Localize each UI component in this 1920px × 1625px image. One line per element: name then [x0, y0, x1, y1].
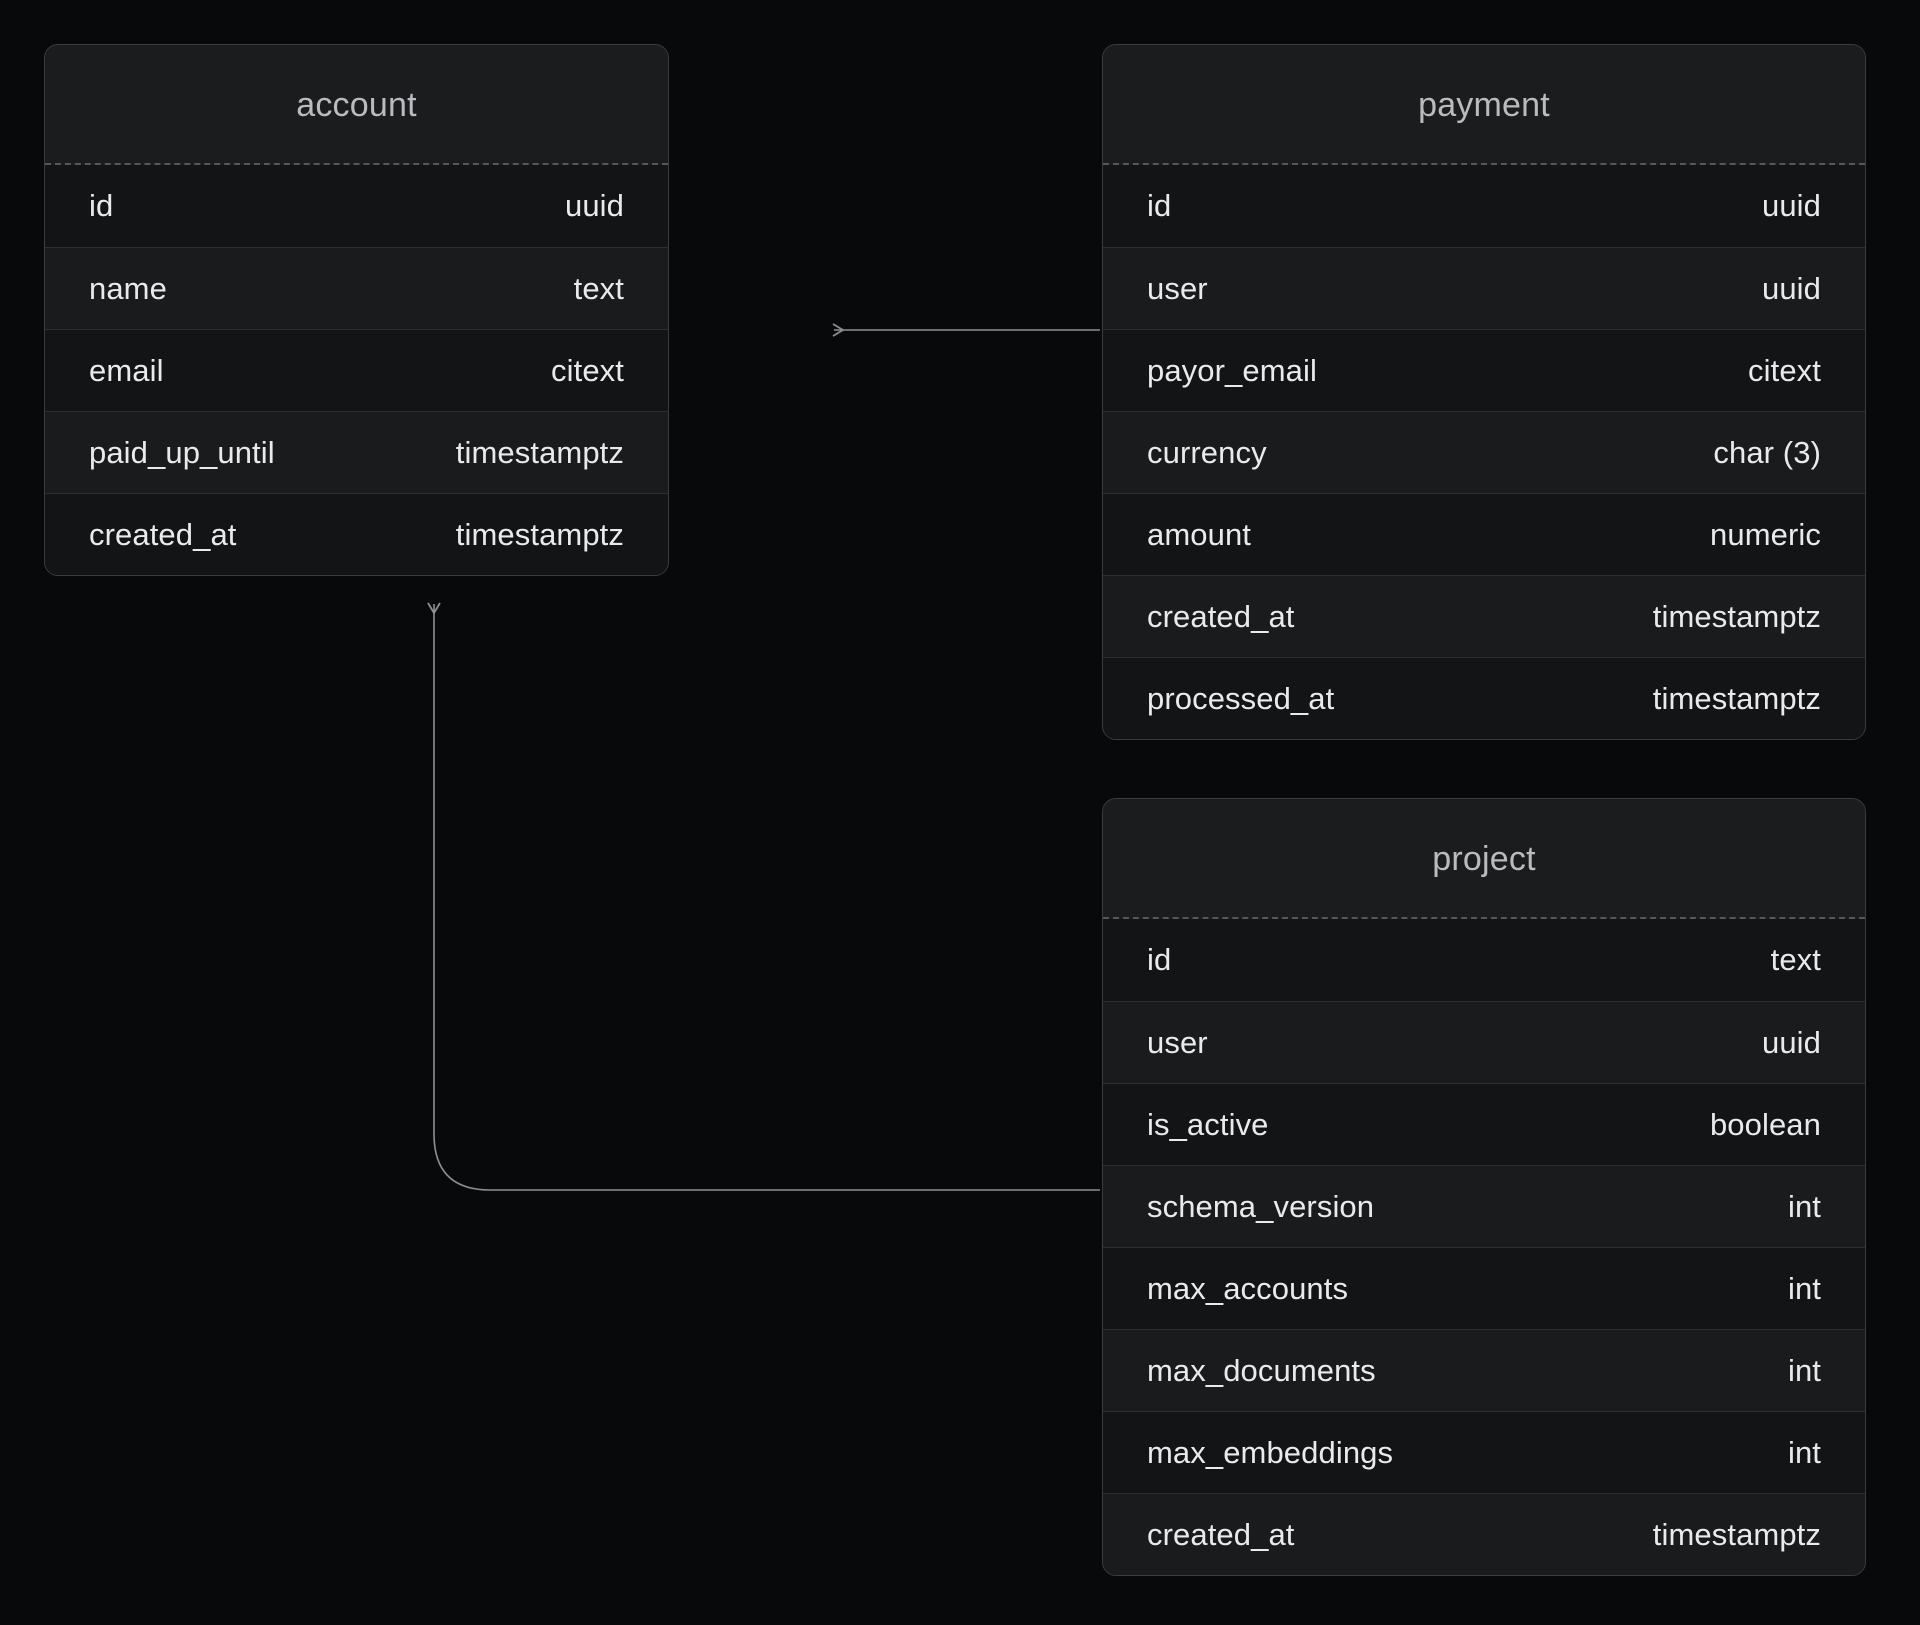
field-name: schema_version: [1147, 1188, 1375, 1224]
field-row[interactable]: email citext: [45, 329, 668, 411]
field-row[interactable]: is_active boolean: [1103, 1083, 1865, 1165]
field-type: uuid: [1761, 270, 1821, 306]
field-row[interactable]: currency char (3): [1103, 411, 1865, 493]
field-name: amount: [1147, 516, 1251, 552]
entity-account-title: account: [45, 45, 668, 165]
field-row[interactable]: id text: [1103, 919, 1865, 1001]
field-type: timestamptz: [455, 434, 624, 470]
field-name: is_active: [1147, 1106, 1269, 1142]
field-name: email: [89, 352, 164, 388]
entity-account-fields: id uuid name text email citext paid_up_u…: [45, 165, 668, 575]
field-row[interactable]: max_embeddings int: [1103, 1411, 1865, 1493]
field-type: citext: [1748, 352, 1821, 388]
field-type: char (3): [1713, 434, 1821, 470]
field-name: name: [89, 270, 167, 306]
field-row[interactable]: paid_up_until timestamptz: [45, 411, 668, 493]
field-row[interactable]: schema_version int: [1103, 1165, 1865, 1247]
field-name: created_at: [89, 516, 237, 552]
field-type: numeric: [1710, 516, 1821, 552]
field-name: created_at: [1147, 598, 1295, 634]
field-row[interactable]: id uuid: [45, 165, 668, 247]
entity-account[interactable]: account id uuid name text email citext p…: [44, 44, 669, 576]
entity-payment-fields: id uuid user uuid payor_email citext cur…: [1103, 165, 1865, 739]
field-type: timestamptz: [1652, 598, 1821, 634]
field-name: payor_email: [1147, 352, 1317, 388]
field-type: timestamptz: [1652, 1516, 1821, 1552]
field-type: uuid: [1761, 1024, 1821, 1060]
field-row[interactable]: created_at timestamptz: [1103, 1493, 1865, 1575]
field-type: int: [1787, 1270, 1821, 1306]
field-type: uuid: [1761, 188, 1821, 223]
field-type: text: [1770, 942, 1821, 977]
field-name: user: [1147, 270, 1208, 306]
field-type: int: [1787, 1188, 1821, 1224]
field-type: int: [1787, 1434, 1821, 1470]
field-type: citext: [551, 352, 624, 388]
field-row[interactable]: max_accounts int: [1103, 1247, 1865, 1329]
field-name: max_documents: [1147, 1352, 1376, 1388]
field-name: id: [89, 188, 114, 223]
field-name: currency: [1147, 434, 1267, 470]
field-row[interactable]: amount numeric: [1103, 493, 1865, 575]
field-type: boolean: [1709, 1106, 1821, 1142]
field-type: uuid: [564, 188, 624, 223]
entity-payment[interactable]: payment id uuid user uuid payor_email ci…: [1102, 44, 1866, 740]
field-row[interactable]: max_documents int: [1103, 1329, 1865, 1411]
field-row[interactable]: payor_email citext: [1103, 329, 1865, 411]
field-type: int: [1787, 1352, 1821, 1388]
field-name: paid_up_until: [89, 434, 275, 470]
field-name: user: [1147, 1024, 1208, 1060]
field-type: text: [573, 270, 624, 306]
entity-project-fields: id text user uuid is_active boolean sche…: [1103, 919, 1865, 1575]
entity-payment-title: payment: [1103, 45, 1865, 165]
field-type: timestamptz: [455, 516, 624, 552]
field-row[interactable]: name text: [45, 247, 668, 329]
field-row[interactable]: created_at timestamptz: [1103, 575, 1865, 657]
edge-project-to-account: [427, 602, 1100, 1191]
field-name: max_accounts: [1147, 1270, 1349, 1306]
entity-project-title: project: [1103, 799, 1865, 919]
field-row[interactable]: processed_at timestamptz: [1103, 657, 1865, 739]
field-type: timestamptz: [1652, 680, 1821, 716]
field-name: created_at: [1147, 1516, 1295, 1552]
field-row[interactable]: user uuid: [1103, 247, 1865, 329]
field-row[interactable]: user uuid: [1103, 1001, 1865, 1083]
field-name: max_embeddings: [1147, 1434, 1394, 1470]
field-row[interactable]: created_at timestamptz: [45, 493, 668, 575]
field-name: id: [1147, 942, 1172, 977]
field-row[interactable]: id uuid: [1103, 165, 1865, 247]
entity-project[interactable]: project id text user uuid is_active bool…: [1102, 798, 1866, 1576]
field-name: id: [1147, 188, 1172, 223]
field-name: processed_at: [1147, 680, 1335, 716]
